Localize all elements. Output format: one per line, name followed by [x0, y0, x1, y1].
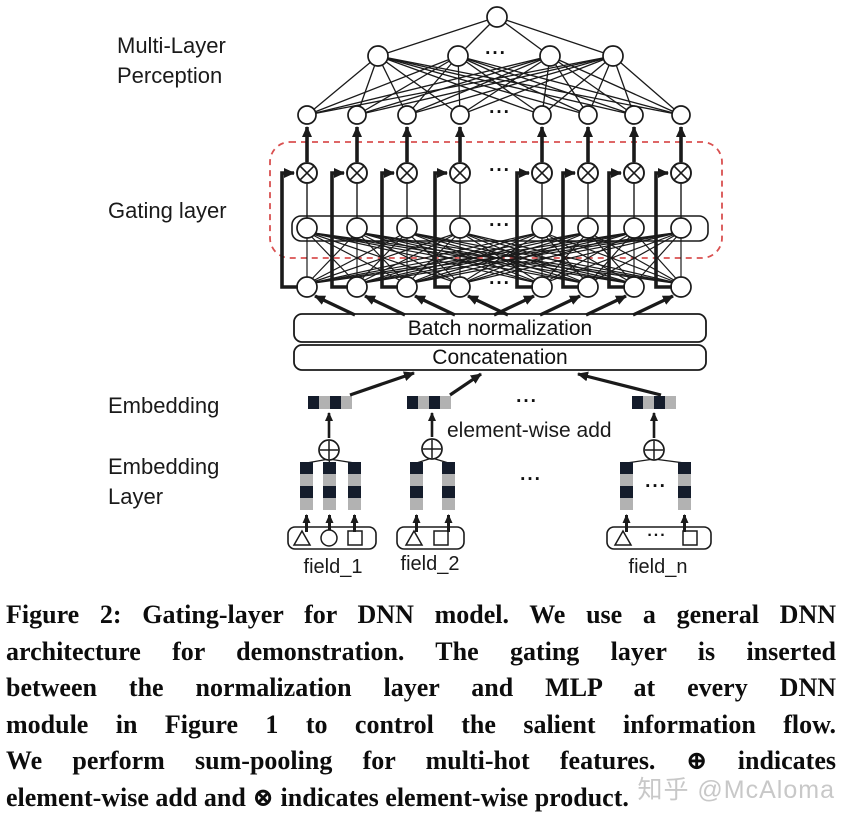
gate-row-ellipsis: ...	[489, 210, 511, 231]
norm-concat-boxes	[293, 313, 707, 371]
field-2-label: field_2	[400, 553, 460, 575]
caption-line: module in Figure 1 to control the salien…	[6, 709, 836, 739]
mlp-neurons	[297, 6, 691, 125]
element-wise-add-label: element-wise add	[447, 419, 612, 442]
embedding-label: Embedding	[108, 393, 220, 418]
caption-line: architecture for demonstration. The gati…	[6, 636, 836, 666]
caption-line: Figure 2: Gating-layer for DNN model. We…	[6, 600, 836, 629]
pooled-embedding-bars	[308, 396, 676, 409]
field-n-label: field_n	[628, 556, 688, 578]
bar-to-concat-arrows	[349, 371, 662, 397]
mlp-hidden-ellipsis: ...	[485, 38, 507, 59]
embedding-group-ellipsis: ...	[520, 464, 542, 485]
gate-to-product-links	[306, 184, 682, 218]
mlp-input-ellipsis: ...	[489, 97, 511, 118]
gate-dense-connections	[306, 231, 682, 285]
element-wise-add-nodes	[306, 412, 685, 464]
field-n-columns-ellipsis: ...	[645, 471, 667, 492]
caption-line: between the normalization layer and MLP …	[6, 673, 836, 702]
embedding-bar-ellipsis: ...	[516, 386, 538, 407]
caption-line: element-wise add and ⊗ indicates element…	[6, 782, 629, 812]
caption-line: We perform sum-pooling for multi-hot fea…	[6, 746, 836, 775]
dnn-architecture-diagram	[269, 6, 723, 550]
watermark: 知乎 @McAloma	[637, 776, 835, 804]
norm-row-ellipsis: ...	[489, 268, 511, 289]
embedding-column-vectors	[300, 462, 691, 532]
field-n-box-ellipsis: ...	[647, 523, 667, 540]
normalized-input-nodes	[296, 276, 692, 298]
batchnorm-output-arrows	[314, 294, 674, 317]
field-boxes	[287, 526, 712, 550]
figure-caption: Figure 2: Gating-layer for DNN model. We…	[6, 597, 836, 816]
field-1-label: field_1	[303, 556, 363, 578]
batch-normalization-box-label: Batch normalization	[407, 317, 593, 340]
product-row-ellipsis: ...	[489, 155, 511, 176]
concatenation-box-label: Concatenation	[432, 346, 568, 369]
product-output-arrows	[302, 126, 686, 162]
element-wise-product-nodes	[296, 162, 692, 184]
bypass-arrows	[280, 168, 672, 289]
gating-layer-label: Gating layer	[108, 198, 227, 223]
